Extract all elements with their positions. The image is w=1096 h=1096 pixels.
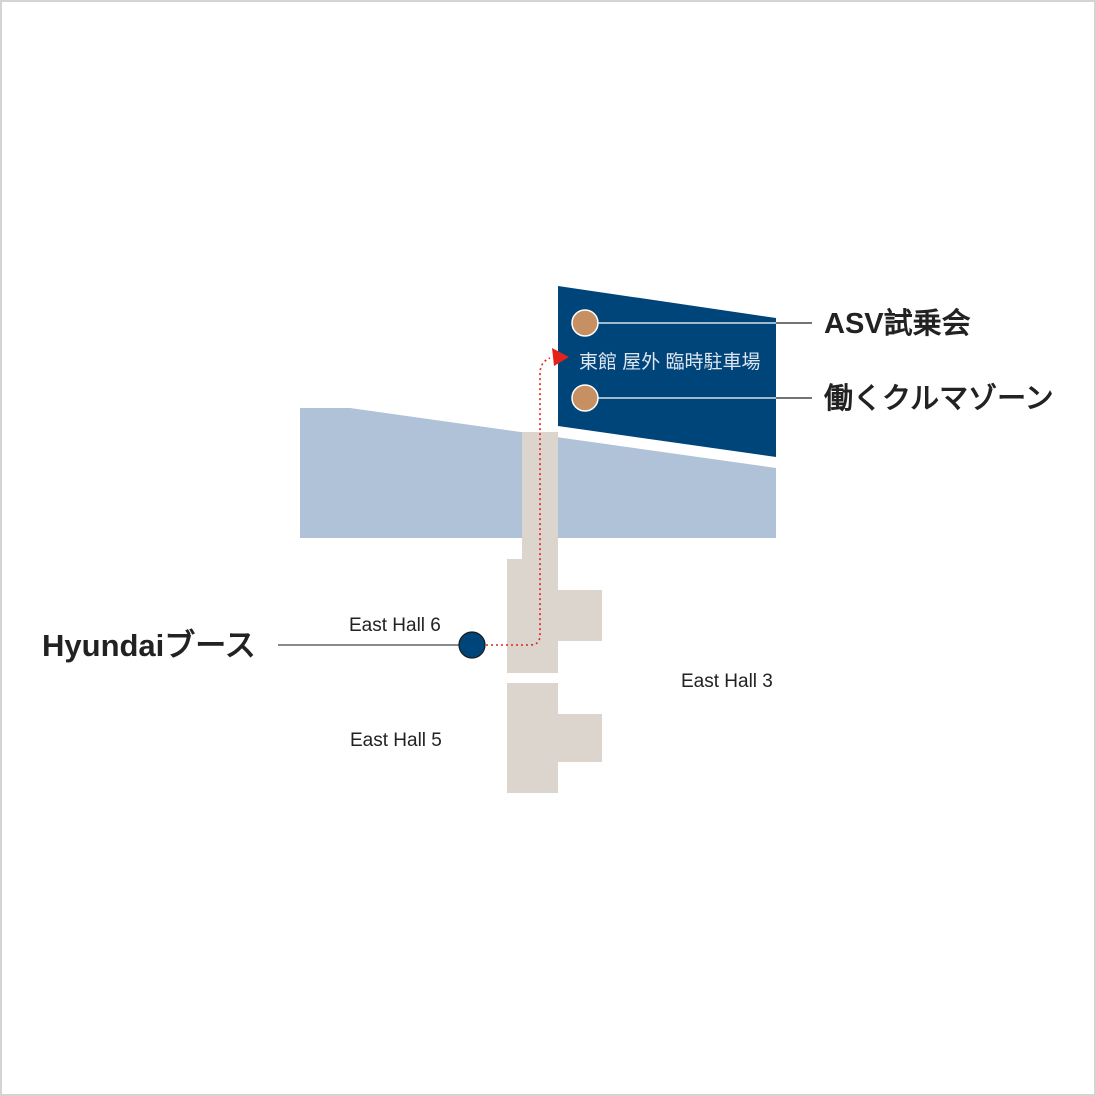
route-arrow-icon [552, 348, 569, 366]
asv-poi-marker[interactable] [571, 309, 599, 337]
hall-5-label: East Hall 5 [350, 730, 442, 751]
temporary-parking-area [558, 286, 776, 457]
work-vehicle-poi-marker[interactable] [571, 384, 599, 412]
booth-callout-label: Hyundaiブース [42, 628, 256, 663]
hyundai-booth-marker[interactable] [458, 631, 486, 659]
work-vehicle-callout-label: 働くクルマゾーン [823, 382, 1054, 415]
hall-6-label: East Hall 6 [349, 615, 441, 636]
corridor-lower [507, 683, 602, 793]
parking-label: 東館 屋外 臨時駐車場 [579, 351, 761, 373]
asv-callout-label: ASV試乗会 [824, 306, 971, 340]
route-path [486, 357, 551, 646]
hall-3-label: East Hall 3 [681, 671, 773, 692]
corridor [507, 432, 602, 673]
